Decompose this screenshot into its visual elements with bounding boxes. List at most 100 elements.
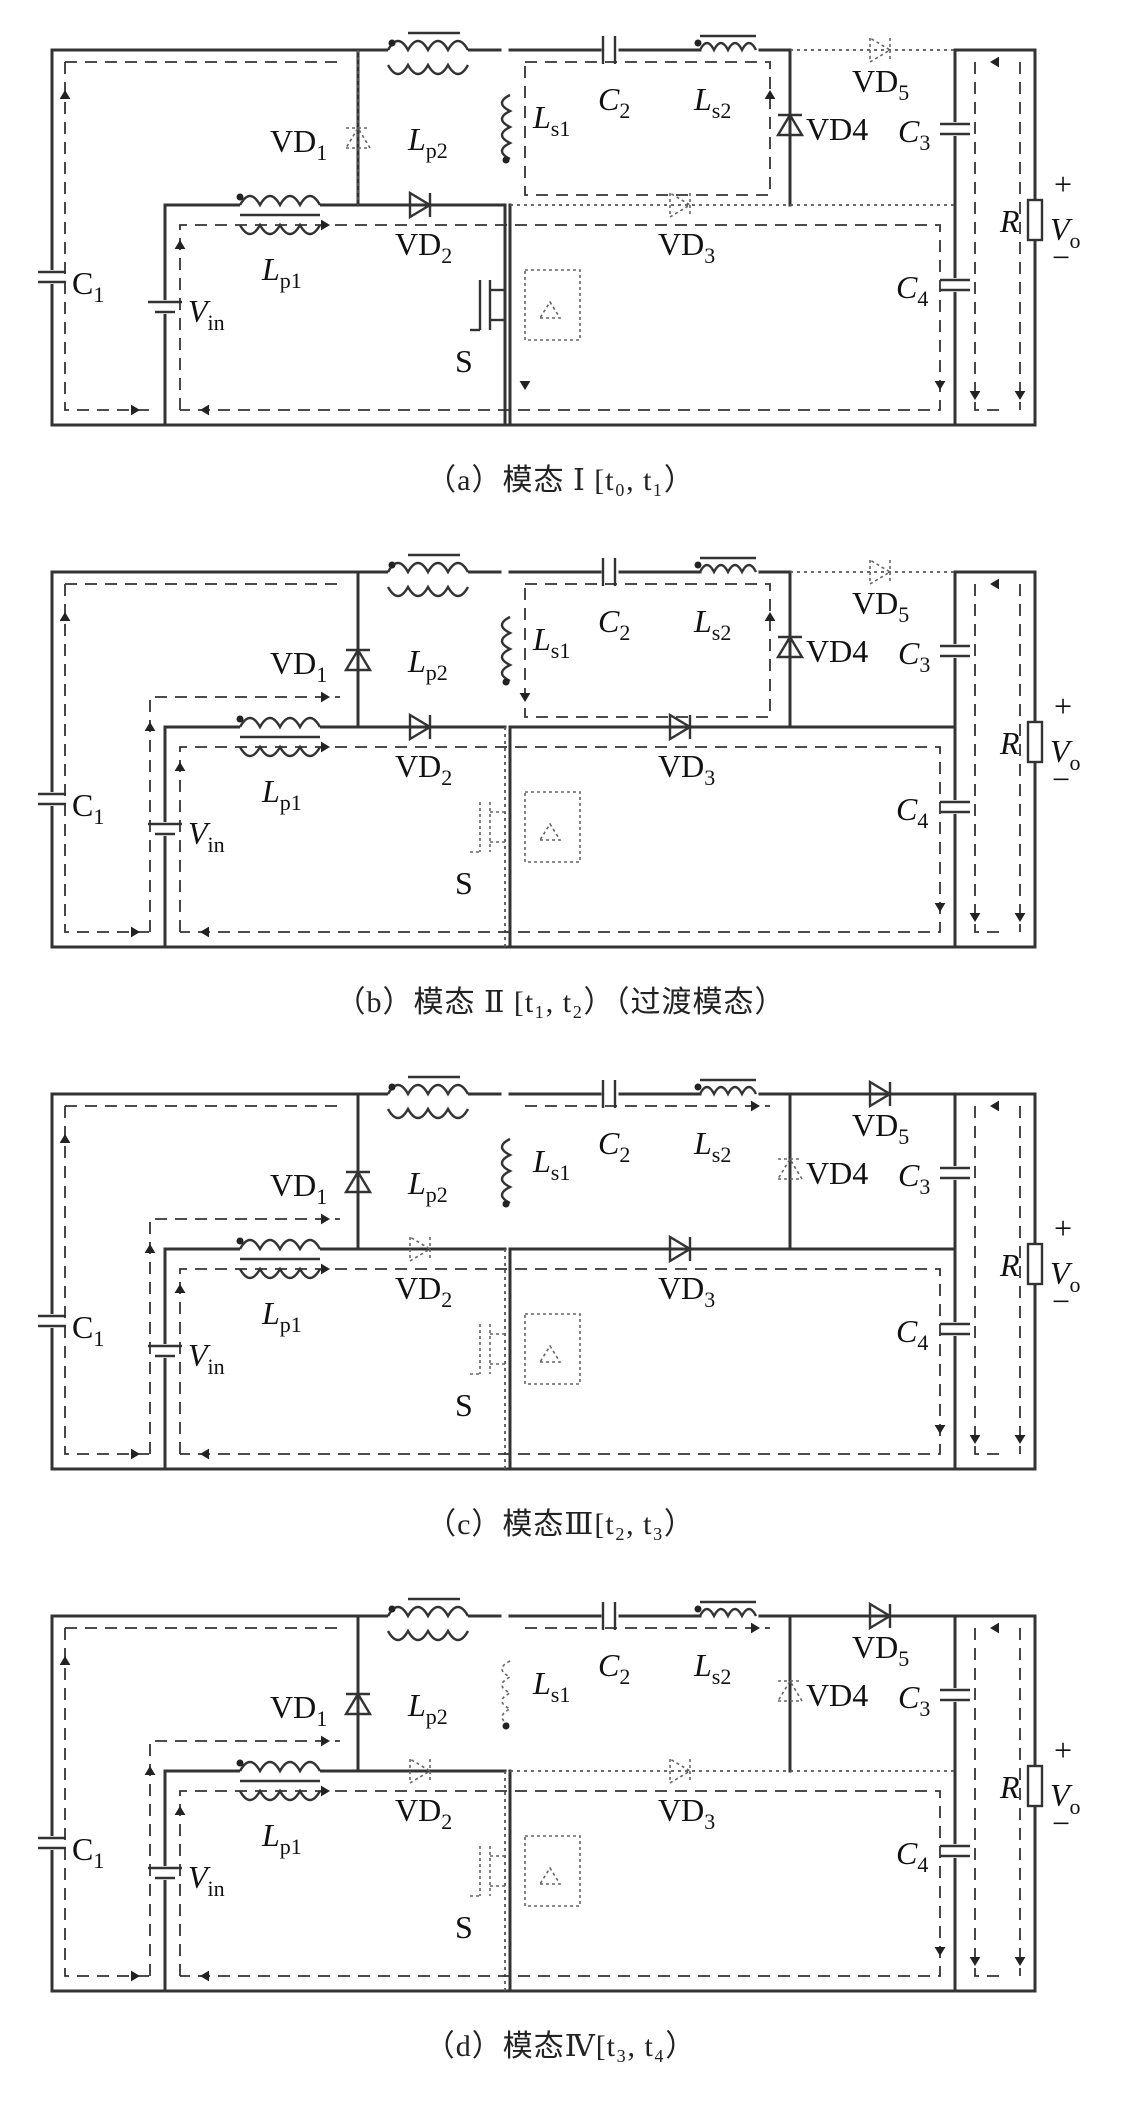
flow-arrow (764, 90, 776, 99)
flow-arrow (519, 693, 531, 702)
svg-text:VD1: VD1 (270, 1167, 327, 1209)
flow-path (974, 1106, 1021, 1455)
circuit-diagram: C1 Vin Lp1 (38, 1075, 1081, 1471)
svg-text:Lp2: Lp2 (407, 643, 448, 685)
svg-text:C3: C3 (898, 113, 930, 155)
svg-text:VD5: VD5 (852, 1107, 909, 1149)
current-flow-paths (59, 1622, 1026, 1982)
load-resistor-r: R (999, 1242, 1044, 1286)
inductor-ls2: Ls2 (693, 1078, 758, 1167)
flow-arrow (321, 1263, 330, 1275)
flow-path (179, 224, 941, 411)
svg-text:C3: C3 (898, 635, 930, 677)
svg-text:Vo: Vo (1050, 1255, 1081, 1297)
inductor-ls2: Ls2 (693, 1600, 758, 1689)
capacitor-c1: C1 (38, 1309, 104, 1351)
capacitor-c3: C3 (898, 635, 970, 677)
flow-path (64, 583, 340, 933)
output-voltage-vo: + Vo − (1050, 1210, 1081, 1319)
circuit-panel-d: C1 Vin Lp1 (0, 1566, 1121, 2093)
switch-s: S (455, 1249, 581, 1469)
flow-arrow (174, 240, 186, 249)
panel-caption: （c）模态Ⅲ[t₂, t₃） (426, 1508, 695, 1541)
svg-text:VD4: VD4 (806, 633, 868, 669)
flow-arrow (1014, 1957, 1026, 1966)
inductor-lp1: Lp1 (236, 715, 322, 815)
svg-text:+: + (1054, 166, 1072, 202)
inductor-lp2: Lp2 (386, 1075, 470, 1207)
svg-text:C2: C2 (598, 1647, 630, 1689)
diode-vd4: VD4 (776, 1155, 868, 1191)
svg-text:−: − (1052, 761, 1070, 797)
capacitor-c2: C2 (598, 1080, 630, 1167)
svg-text:VD2: VD2 (395, 1792, 452, 1834)
svg-text:Lp1: Lp1 (261, 1817, 302, 1859)
inductor-ls1: Ls1 (501, 1660, 570, 1730)
svg-text:−: − (1052, 1283, 1070, 1319)
svg-text:Lp1: Lp1 (261, 1295, 302, 1337)
capacitor-c1: C1 (38, 1831, 104, 1873)
svg-text:R: R (999, 203, 1020, 239)
flow-arrow (321, 741, 330, 753)
svg-text:C4: C4 (896, 1835, 928, 1877)
flow-path (974, 584, 1021, 933)
circuit-diagram: C1 Vin Lp1 (38, 31, 1081, 427)
svg-text:Lp1: Lp1 (261, 773, 302, 815)
svg-text:Lp2: Lp2 (407, 121, 448, 163)
inductor-lp1: Lp1 (236, 193, 322, 293)
capacitor-c4: C4 (896, 1313, 970, 1355)
flow-arrow (969, 1957, 981, 1966)
output-voltage-vo: + Vo − (1050, 1732, 1081, 1841)
diode-vd2: VD2 (395, 1757, 452, 1834)
output-voltage-vo: + Vo − (1050, 688, 1081, 797)
svg-text:VD3: VD3 (658, 748, 715, 790)
svg-text:C4: C4 (896, 269, 928, 311)
svg-text:Ls1: Ls1 (532, 1143, 570, 1185)
flow-arrow (174, 762, 186, 771)
diode-vd5: VD5 (790, 558, 955, 627)
output-voltage-vo: + Vo − (1050, 166, 1081, 275)
svg-text:R: R (999, 725, 1020, 761)
flow-path (524, 61, 771, 196)
flow-arrow (59, 612, 71, 621)
svg-text:VD5: VD5 (852, 63, 909, 105)
flow-arrow (131, 926, 140, 938)
flow-path (974, 1628, 1021, 1977)
flow-arrow (990, 1100, 999, 1112)
diode-vd3: VD3 (510, 1757, 955, 1834)
flow-arrow (751, 1622, 760, 1634)
current-flow-paths (59, 56, 1026, 416)
svg-text:Ls2: Ls2 (693, 81, 731, 123)
svg-text:VD2: VD2 (395, 1270, 452, 1312)
flow-arrow (990, 1622, 999, 1634)
svg-text:S: S (455, 865, 473, 901)
source-vin: Vin (148, 293, 225, 335)
load-resistor-r: R (999, 1764, 1044, 1808)
diode-vd2: VD2 (395, 712, 452, 790)
flow-path (524, 583, 771, 718)
svg-text:Ls2: Ls2 (693, 603, 731, 645)
svg-text:Lp2: Lp2 (407, 1687, 448, 1729)
flow-arrow (200, 1970, 209, 1982)
flow-arrow (200, 404, 209, 416)
current-flow-paths (59, 578, 1026, 938)
svg-text:C1: C1 (72, 787, 104, 829)
flow-arrow (934, 381, 946, 390)
flow-arrow (969, 913, 981, 922)
svg-text:VD1: VD1 (270, 645, 327, 687)
capacitor-c3: C3 (898, 1679, 970, 1721)
svg-text:VD1: VD1 (270, 123, 327, 165)
capacitor-c3: C3 (898, 1157, 970, 1199)
circuit-panel-a: C1 Vin Lp1 (0, 0, 1121, 527)
flow-arrow (59, 1656, 71, 1665)
capacitor-c1: C1 (38, 787, 104, 829)
svg-text:S: S (455, 1387, 473, 1423)
svg-text:Ls1: Ls1 (532, 99, 570, 141)
svg-text:C3: C3 (898, 1157, 930, 1199)
flow-arrow (174, 1806, 186, 1815)
diode-vd2: VD2 (395, 190, 452, 268)
svg-text:−: − (1052, 239, 1070, 275)
capacitor-c4: C4 (896, 791, 970, 833)
svg-text:Vo: Vo (1050, 1777, 1081, 1819)
flow-arrow (321, 1785, 330, 1797)
